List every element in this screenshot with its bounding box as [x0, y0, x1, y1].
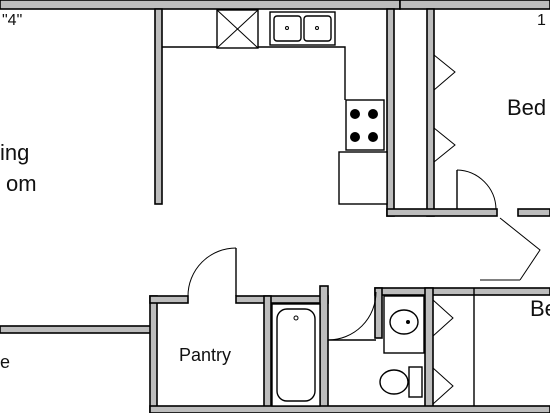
- bedroom-bottom-label: Be: [530, 296, 550, 321]
- refrigerator: [338, 151, 388, 205]
- bath-top-wall: [374, 287, 550, 296]
- bath-right-wall: [424, 287, 434, 413]
- bath-door-swing: [327, 291, 377, 341]
- living-bottom-wall: [0, 325, 156, 334]
- pantry-left-wall: [149, 295, 158, 413]
- closet-right-wall: [426, 8, 435, 217]
- bedroom-top-label: Bed: [507, 95, 546, 120]
- pantry-top-wall-right: [235, 295, 329, 304]
- kitchen-counter: [162, 46, 346, 100]
- kitchen-closet-wall: [386, 8, 395, 217]
- top-wall: [0, 0, 401, 10]
- hall-wall-left: [374, 287, 383, 339]
- pantry-top-wall-left: [149, 295, 189, 304]
- bath-partition-wall: [319, 285, 329, 413]
- living-room-label-line2: om: [6, 171, 37, 196]
- bedroom-bottom-wall-right: [517, 208, 550, 217]
- closet-bifold-door-lower: [432, 299, 454, 337]
- toilet: [379, 369, 409, 395]
- closet-bifold-door: [433, 54, 456, 91]
- stove: [345, 99, 385, 151]
- bedroom-top-dimension: 1: [537, 12, 546, 29]
- bedroom-door-swing-2: [499, 217, 541, 281]
- pantry-door-swing: [187, 247, 237, 297]
- burner-icon: [350, 109, 360, 119]
- top-wall-right: [399, 0, 550, 10]
- bedroom-bottom-wall: [386, 208, 498, 217]
- dimension-label: "4": [2, 12, 22, 29]
- pantry-right-wall: [263, 295, 272, 413]
- pantry-label: Pantry: [179, 345, 231, 365]
- bedroom-door-swing: [456, 169, 497, 210]
- partial-room-label: e: [0, 352, 10, 372]
- living-room-label-line1: ing: [0, 140, 29, 165]
- kitchen-partition-wall: [154, 8, 163, 205]
- bottom-wall: [149, 405, 550, 413]
